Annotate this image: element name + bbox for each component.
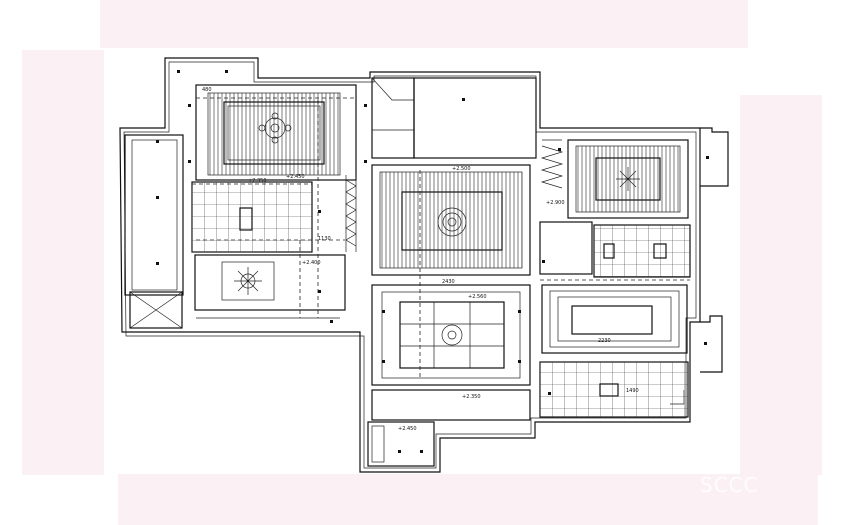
living-elevation-label: +2.560 [468,294,487,300]
stair-treads [131,139,178,291]
shaft-box [129,291,183,329]
background-band-left [22,50,104,475]
lower-bath-ceiling [367,421,435,467]
corridor-ceiling [371,389,531,421]
closet-box [539,221,593,275]
bedroom-topleft-ceiling [195,84,357,181]
hidden-lines [196,100,690,380]
watermark-text: SCCC [700,473,759,497]
middle-dimension-label: 1130 [318,236,331,242]
bedroom-topright-ceiling [567,139,689,219]
bedroom-right-elevation-label: +2.900 [546,200,565,206]
radiator-symbol [345,175,357,252]
bedroom-lowerright-ceiling [541,284,688,354]
utility-dimension-label: 1490 [626,388,639,394]
slatted-ceiling [413,77,537,159]
bath-elevation-label: +2.400 [302,260,321,266]
dining-room-ceiling [371,164,531,276]
living-dimension-label: 2430 [442,279,455,285]
entry-niche [371,77,415,159]
kitchen-elevation-label: +2.350 [248,178,267,184]
dining-elevation-label: +2.500 [452,166,471,172]
hall-ceiling [194,254,346,311]
radiator-symbol-right [540,139,564,189]
background-band-bottom [118,474,818,525]
utility-grid-ceiling [539,361,689,418]
top-dimension-label: 480 [202,87,212,93]
living-room-ceiling [371,284,531,386]
lower-bath-elevation-label: +2.450 [398,426,417,432]
kitchen-upper-elevation-label: +2.450 [286,174,305,180]
corridor-elevation-label: +2.350 [462,394,481,400]
right-bath-grid-ceiling [593,224,691,278]
stair-core [124,134,184,296]
balcony-right-upper [700,127,729,187]
lower-right-dimension-label: 2230 [598,338,611,344]
background-band-right [740,95,822,475]
light-fixtures [156,70,709,453]
background-band-top [100,0,748,48]
kitchen-grid-ceiling [191,181,313,253]
balcony-right-lower [700,315,723,373]
